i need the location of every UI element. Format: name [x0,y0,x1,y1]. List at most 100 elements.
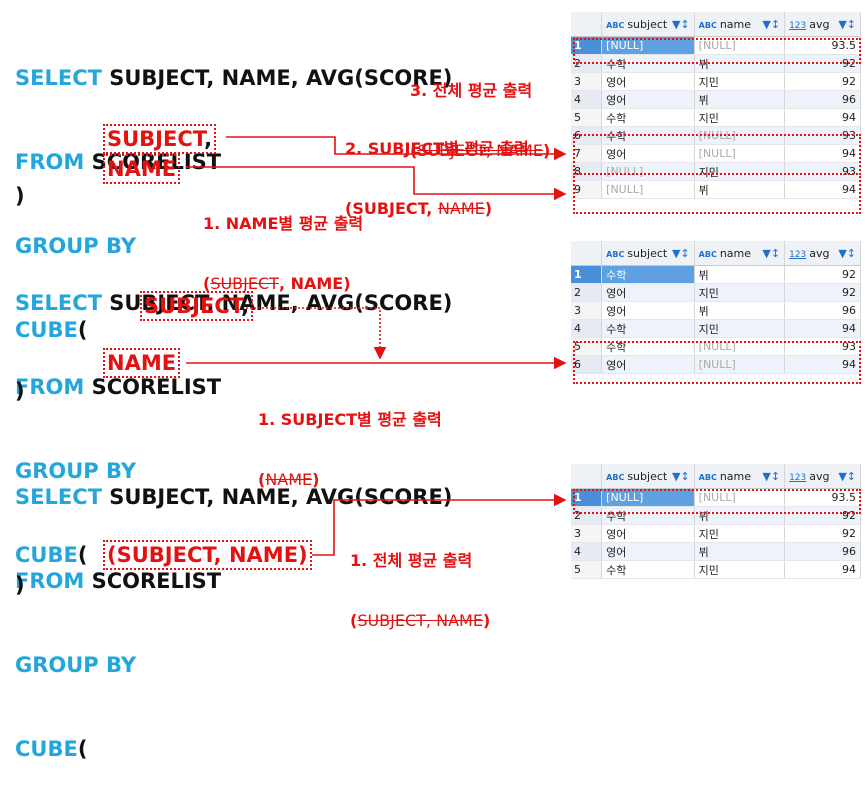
table-cell[interactable]: 92 [784,72,861,91]
table-cell[interactable]: [NULL] [601,180,695,199]
table-cell[interactable]: 뷔 [694,301,786,320]
table-cell[interactable]: 영어 [601,542,695,561]
query-1: SELECT SUBJECT, NAME, AVG(SCORE) FROM SC… [15,8,452,372]
sql-keyword: FROM [15,150,92,174]
arrow-name [186,166,567,201]
table-cell[interactable]: [NULL] [601,36,695,55]
table-cell[interactable]: 영어 [601,144,695,163]
table-row[interactable]: 1[NULL][NULL]93.5 [571,36,861,55]
sql-text: ( [77,318,88,342]
query-line: GROUP BY [15,457,452,485]
table-cell[interactable]: 뷔 [694,506,786,525]
table-cell[interactable]: 영어 [601,90,695,109]
table-cell[interactable]: 93.5 [784,36,861,55]
annotation-by-subject-2: 1. SUBJECT별 평균 출력 (NAME) [258,410,442,489]
table-cell[interactable]: 영어 [601,355,695,374]
table-cell[interactable]: 영어 [601,72,695,91]
table-cell[interactable]: 뷔 [694,180,786,199]
table-cell[interactable]: 수학 [601,506,695,525]
sql-text: SCORELIST [91,569,222,593]
row-number: 2 [571,283,603,302]
row-number: 8 [571,162,603,181]
table-cell[interactable]: 94 [784,144,861,163]
table-cell[interactable]: 92 [784,524,861,543]
arrow-groupby [246,307,387,360]
table-cell[interactable]: 지민 [694,319,786,338]
table-cell[interactable]: 수학 [601,560,695,579]
query-line: FROM SCORELIST [15,373,452,401]
table-cell[interactable]: 94 [784,355,861,374]
table-cell[interactable]: 96 [784,542,861,561]
arrow-subject [226,136,567,161]
table-row[interactable]: 1[NULL][NULL]93.5 [571,488,861,507]
table-cell[interactable]: 92 [784,283,861,302]
table-cell[interactable]: 94 [784,319,861,338]
table-cell[interactable]: 수학 [601,265,695,284]
table-cell[interactable]: 영어 [601,301,695,320]
table-cell[interactable]: 지민 [694,162,786,181]
table-cell[interactable]: 영어 [601,524,695,543]
table-cell[interactable]: 94 [784,180,861,199]
table-cell[interactable]: [NULL] [694,144,786,163]
table-cell[interactable]: 94 [784,560,861,579]
table-cell[interactable]: 지민 [694,108,786,127]
table-cell[interactable]: [NULL] [694,355,786,374]
table-cell[interactable]: 96 [784,301,861,320]
table-cell[interactable]: 지민 [694,283,786,302]
query-2: SELECT SUBJECT, NAME, AVG(SCORE) FROM SC… [15,233,452,597]
sql-keyword: FROM [15,375,92,399]
table-cell[interactable]: 96 [784,90,861,109]
query-2-close: ) [15,379,25,403]
table-cell[interactable]: [NULL] [601,488,695,507]
row-number: 4 [571,319,603,338]
row-number-header [571,12,603,37]
table-cell[interactable]: [NULL] [694,488,786,507]
table-cell[interactable]: 뷔 [694,542,786,561]
sql-text: SUBJECT, NAME, AVG(SCORE) [109,485,453,509]
table-cell[interactable]: 영어 [601,283,695,302]
table-cell[interactable]: 지민 [694,524,786,543]
table-cell[interactable]: 수학 [601,108,695,127]
row-number: 2 [571,506,603,525]
table-cell[interactable]: 94 [784,108,861,127]
table-cell[interactable]: 수학 [601,319,695,338]
table-cell[interactable]: 92 [784,265,861,284]
groupby-arg-subject: SUBJECT, [140,291,254,321]
table-cell[interactable]: 지민 [694,560,786,579]
table-cell[interactable]: 93 [784,162,861,181]
table-cell[interactable]: [NULL] [694,36,786,55]
sql-keyword: GROUP BY [15,653,137,677]
table-cell[interactable]: 뷔 [694,265,786,284]
table-cell[interactable]: 뷔 [694,90,786,109]
table-cell[interactable]: 93.5 [784,488,861,507]
query-line: SELECT SUBJECT, NAME, AVG(SCORE) [15,64,452,92]
query-3-close: ) [15,573,25,597]
table-cell[interactable]: 지민 [694,72,786,91]
